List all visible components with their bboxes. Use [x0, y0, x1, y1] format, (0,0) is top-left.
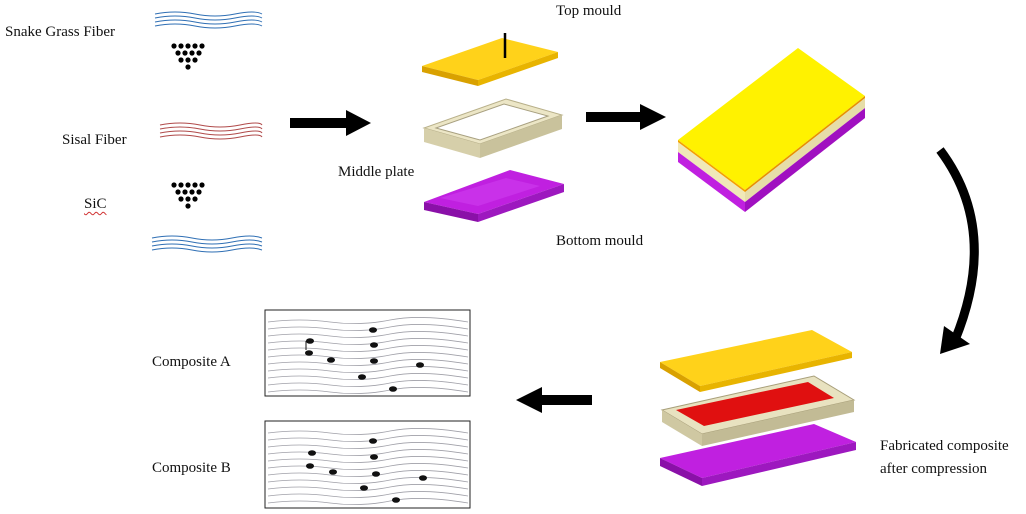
arrow-left-icon: [516, 387, 592, 413]
middle-plate-frame: [422, 98, 564, 158]
composite-b-sample: [264, 420, 471, 509]
sic-label: SiC: [84, 196, 107, 212]
composite-b-label: Composite B: [152, 460, 231, 476]
composite-a-sample: [264, 309, 471, 397]
bottom-mould-label: Bottom mould: [556, 233, 644, 249]
fabricated-composite-assembly: [660, 330, 856, 486]
arrow-right-icon: [586, 104, 666, 130]
snake-grass-fiber-icon: [151, 235, 263, 253]
composite-a-label: Composite A: [152, 354, 231, 370]
curved-arrow-icon: [936, 147, 979, 354]
bottom-mould-plate: [424, 170, 564, 222]
snake-grass-fiber-label: Snake Grass Fiber: [5, 24, 115, 40]
arrow-right-icon: [290, 110, 371, 136]
middle-plate-label: Middle plate: [338, 164, 415, 180]
fabricated-composite-label: Fabricated composite: [880, 438, 1009, 454]
top-mould-label: Top mould: [556, 3, 622, 19]
sisal-fiber-icon: [159, 122, 263, 140]
after-compression-label: after compression: [880, 461, 988, 477]
assembled-mould-block: [678, 48, 865, 212]
top-mould-plate: [422, 33, 558, 86]
sic-particles-icon: [171, 43, 205, 70]
sic-particles-icon: [171, 182, 205, 209]
snake-grass-fiber-icon: [154, 11, 263, 29]
sisal-fiber-label: Sisal Fiber: [62, 132, 127, 148]
